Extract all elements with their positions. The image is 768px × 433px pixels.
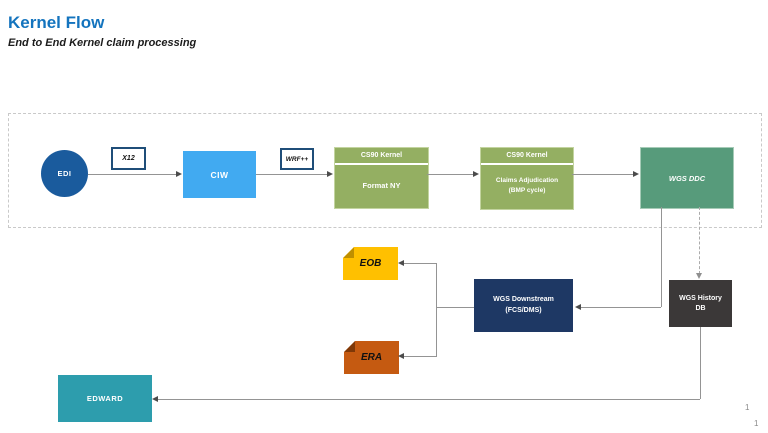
node-era: ERA (344, 341, 399, 374)
node-eob-label: EOB (359, 258, 382, 269)
connector-ciw-format (256, 174, 327, 175)
node-wgs-downstream-line2: (FCS/DMS) (505, 306, 542, 314)
connector-edi-ciw (88, 174, 176, 175)
connector-split-era (404, 356, 436, 357)
node-cs90-adjudication: CS90 Kernel Claims Adjudication (BMP cyc… (480, 147, 574, 210)
node-eob: EOB (343, 247, 398, 280)
connector-split-vertical (436, 263, 437, 357)
folded-corner-icon (344, 341, 355, 352)
node-wgs-downstream-line1: WGS Downstream (493, 296, 554, 303)
connector-split-eob (404, 263, 436, 264)
label-x12-text: X12 (122, 155, 135, 162)
node-cs90-format-header: CS90 Kernel (335, 148, 428, 165)
label-wrf-text: WRF++ (285, 155, 309, 163)
connector-ddc-downstream-vertical (661, 207, 662, 307)
label-x12: X12 (111, 147, 146, 170)
page-title: Kernel Flow (8, 13, 105, 32)
arrowhead-left-icon (152, 396, 158, 402)
arrowhead-left-icon (398, 260, 404, 266)
node-wgs-history-db: WGS History DB (669, 280, 732, 327)
page-number-inner: 1 (754, 419, 759, 428)
folded-corner-icon (343, 247, 354, 258)
connector-downstream-split (436, 307, 474, 308)
arrowhead-down-icon (696, 273, 702, 279)
arrowhead-right-icon (176, 171, 182, 177)
arrowhead-left-icon (575, 304, 581, 310)
node-wgs-ddc: WGS DDC (640, 147, 734, 209)
connector-adjudication-ddc (572, 174, 633, 175)
node-edward: EDWARD (58, 375, 152, 422)
page-subtitle: End to End Kernel claim processing (8, 37, 197, 49)
kernel-group-frame (8, 113, 762, 228)
node-wgs-history-db-line1: WGS History (679, 294, 722, 302)
node-edi: EDI (41, 150, 88, 197)
node-wgs-history-db-line2: DB (695, 304, 706, 312)
connector-format-adjudication (427, 174, 473, 175)
connector-history-edward-vertical (700, 327, 701, 399)
node-edward-label: EDWARD (86, 394, 124, 403)
node-cs90-adjudication-header: CS90 Kernel (481, 148, 573, 165)
arrowhead-left-icon (398, 353, 404, 359)
node-cs90-format-body: Format NY (362, 180, 401, 190)
node-era-label: ERA (360, 352, 383, 363)
label-wrf: WRF++ (280, 148, 314, 170)
arrowhead-right-icon (473, 171, 479, 177)
node-cs90-adjudication-line1: Claims Adjudication (495, 177, 559, 185)
connector-ddc-downstream-horizontal (581, 307, 661, 308)
node-ciw-label: CIW (210, 169, 229, 180)
arrowhead-right-icon (327, 171, 333, 177)
connector-history-edward-horizontal (158, 399, 700, 400)
node-ciw: CIW (183, 151, 256, 198)
node-wgs-downstream: WGS Downstream (FCS/DMS) (474, 279, 573, 332)
connector-ddc-history-dashed (699, 207, 700, 274)
node-cs90-adjudication-line2: (BMP cycle) (508, 187, 546, 194)
node-edi-label: EDI (57, 169, 72, 178)
node-wgs-ddc-label: WGS DDC (668, 173, 706, 183)
arrowhead-right-icon (633, 171, 639, 177)
node-cs90-format: CS90 Kernel Format NY (334, 147, 429, 209)
page-number-outer: 1 (745, 403, 750, 412)
